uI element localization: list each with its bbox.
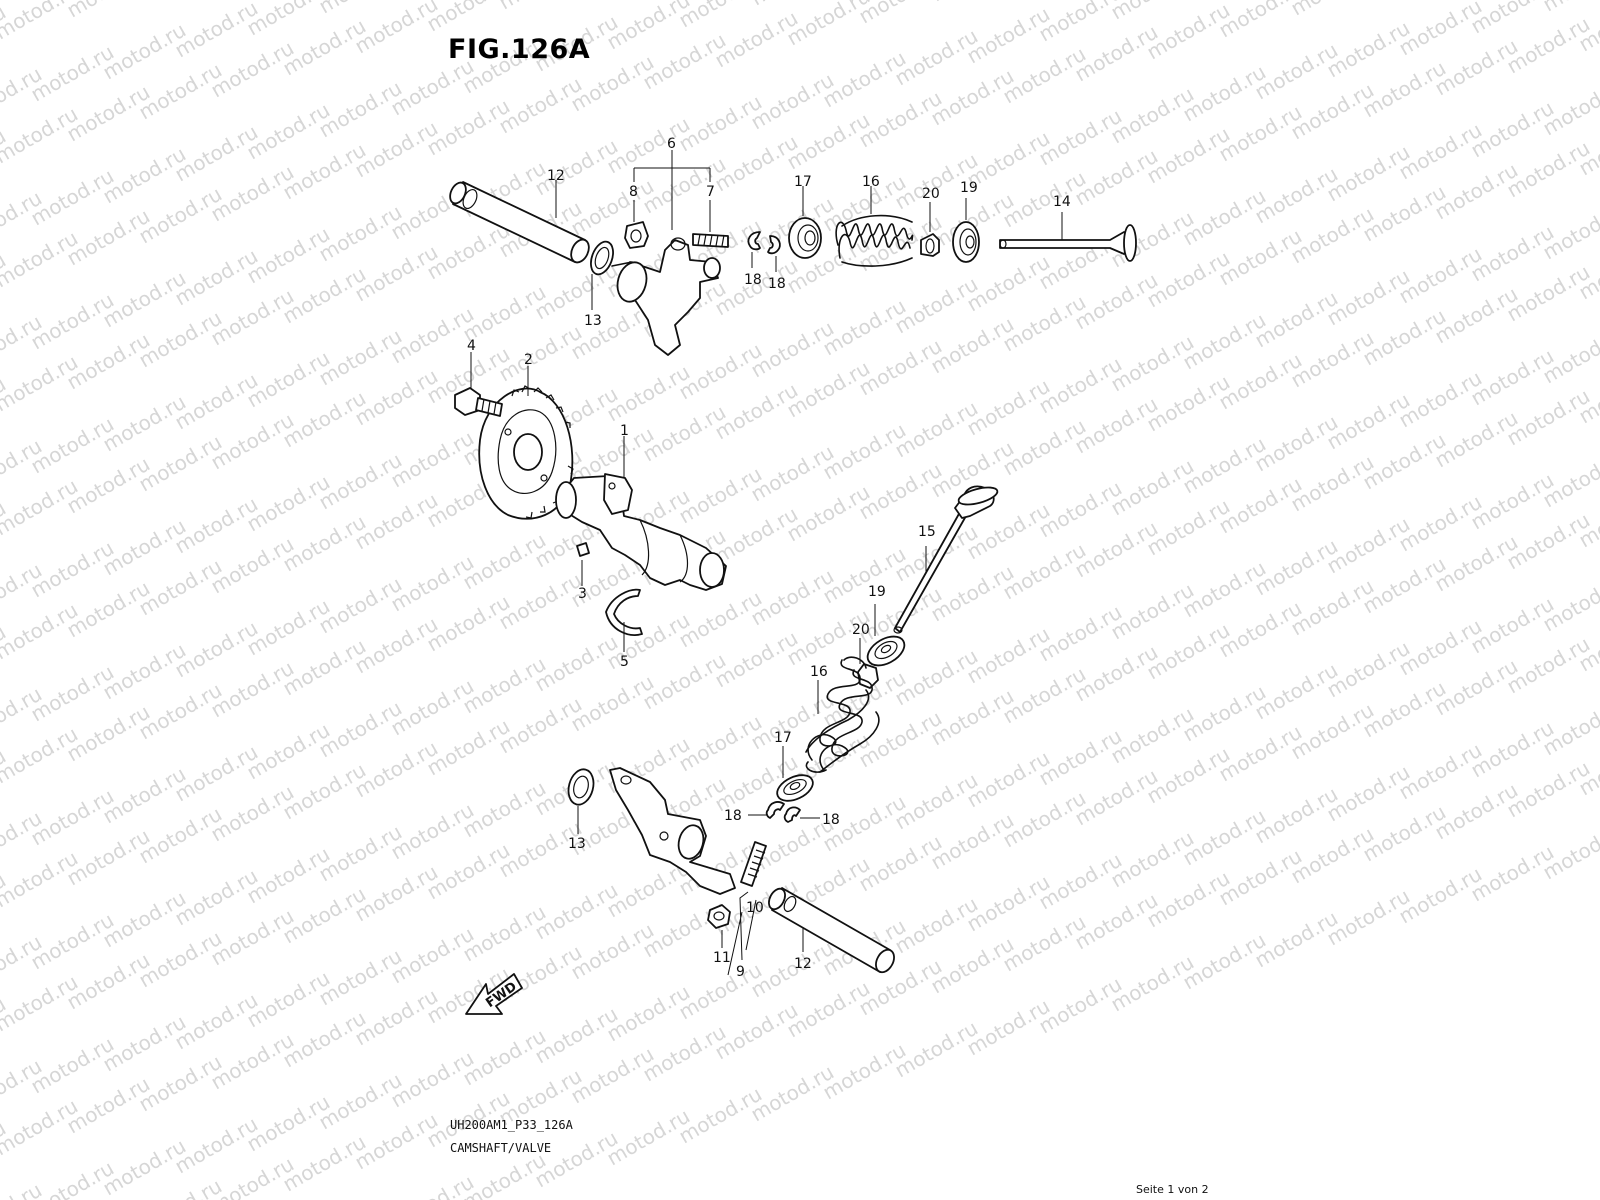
page-indicator: Seite 1 von 2 <box>1136 1183 1209 1196</box>
callout-cotter-bottom-b: 18 <box>822 812 840 828</box>
callout-rocker-shaft-top: 12 <box>547 168 565 184</box>
cotter-bottom-a[interactable] <box>765 801 785 819</box>
cotter-top-b[interactable] <box>767 235 781 255</box>
drawing-code: UH200AM1_P33_126A <box>450 1118 573 1132</box>
washer-bottom[interactable] <box>565 767 597 808</box>
stopper-plate[interactable] <box>605 588 643 636</box>
callout-adjusting-screw-bottom: 9 <box>736 964 745 980</box>
callout-spring-seat-top: 19 <box>960 180 978 196</box>
retainer-bottom[interactable] <box>773 770 817 806</box>
callout-exhaust-valve: 15 <box>918 524 936 540</box>
callout-stem-seal-top: 20 <box>922 186 940 202</box>
exhaust-valve[interactable] <box>893 484 999 634</box>
callout-lock-nut-bottom: 11 <box>713 950 731 966</box>
cotter-bottom-b[interactable] <box>783 806 801 823</box>
stem-seal-bottom[interactable] <box>857 663 879 689</box>
lock-nut-bottom[interactable] <box>707 904 731 929</box>
callout-cotter-bottom-a: 18 <box>724 808 742 824</box>
stem-seal-top[interactable] <box>920 233 940 257</box>
drawing-name: CAMSHAFT/VALVE <box>450 1141 552 1155</box>
callout-stopper-plate: 5 <box>620 654 629 670</box>
callout-lock-nut-top: 8 <box>629 184 638 200</box>
callout-sprocket-bolt: 4 <box>467 338 476 354</box>
spring-seat-top[interactable] <box>952 221 980 263</box>
rocker-shaft-bottom[interactable] <box>766 886 898 975</box>
callout-washer-top: 13 <box>584 313 602 329</box>
spring-seat-bottom[interactable] <box>863 631 910 672</box>
callout-camshaft: 1 <box>620 423 629 439</box>
callout-intake-valve: 14 <box>1053 194 1071 210</box>
callout-retainer-bottom: 17 <box>774 730 792 746</box>
callout-spring-bottom: 16 <box>810 664 828 680</box>
callout-cotter-top-a: 18 <box>744 272 762 288</box>
callout-pin: 3 <box>578 586 587 602</box>
retainer-top[interactable] <box>788 217 822 259</box>
cotter-top-a[interactable] <box>747 231 761 251</box>
camshaft[interactable] <box>555 473 727 591</box>
intake-valve[interactable] <box>999 224 1137 262</box>
sprocket-bolt[interactable] <box>454 387 503 417</box>
callout-washer-bottom: 13 <box>568 836 586 852</box>
callout-cam-sprocket: 2 <box>524 352 533 368</box>
callout-rocker-shaft-bottom: 12 <box>794 956 812 972</box>
adjusting-screw-top[interactable] <box>692 233 729 248</box>
rocker-shaft-top[interactable] <box>447 180 592 265</box>
figure-title: FIG.126A <box>448 34 591 65</box>
callout-adjusting-screw-top: 7 <box>706 184 715 200</box>
pin[interactable] <box>576 542 590 557</box>
callout-rocker-arm-exhaust: 10 <box>746 900 764 916</box>
lock-nut-top[interactable] <box>624 221 649 249</box>
rocker-arm-exhaust[interactable] <box>609 767 736 895</box>
callout-rocker-arm-intake: 6 <box>667 136 676 152</box>
fwd-arrow-icon: FWD <box>465 973 523 1015</box>
adjusting-screw-bottom[interactable] <box>740 841 767 887</box>
callout-stem-seal-bottom: 20 <box>852 622 870 638</box>
callout-retainer-top: 17 <box>794 174 812 190</box>
callout-spring-top: 16 <box>862 174 880 190</box>
washer-top[interactable] <box>587 239 617 278</box>
callout-spring-seat-bottom: 19 <box>868 584 886 600</box>
spring-top[interactable] <box>835 214 914 267</box>
cam-sprocket[interactable] <box>478 385 574 520</box>
rocker-arm-intake[interactable] <box>611 237 721 356</box>
spring-bottom[interactable] <box>805 656 880 773</box>
callout-cotter-top-b: 18 <box>768 276 786 292</box>
